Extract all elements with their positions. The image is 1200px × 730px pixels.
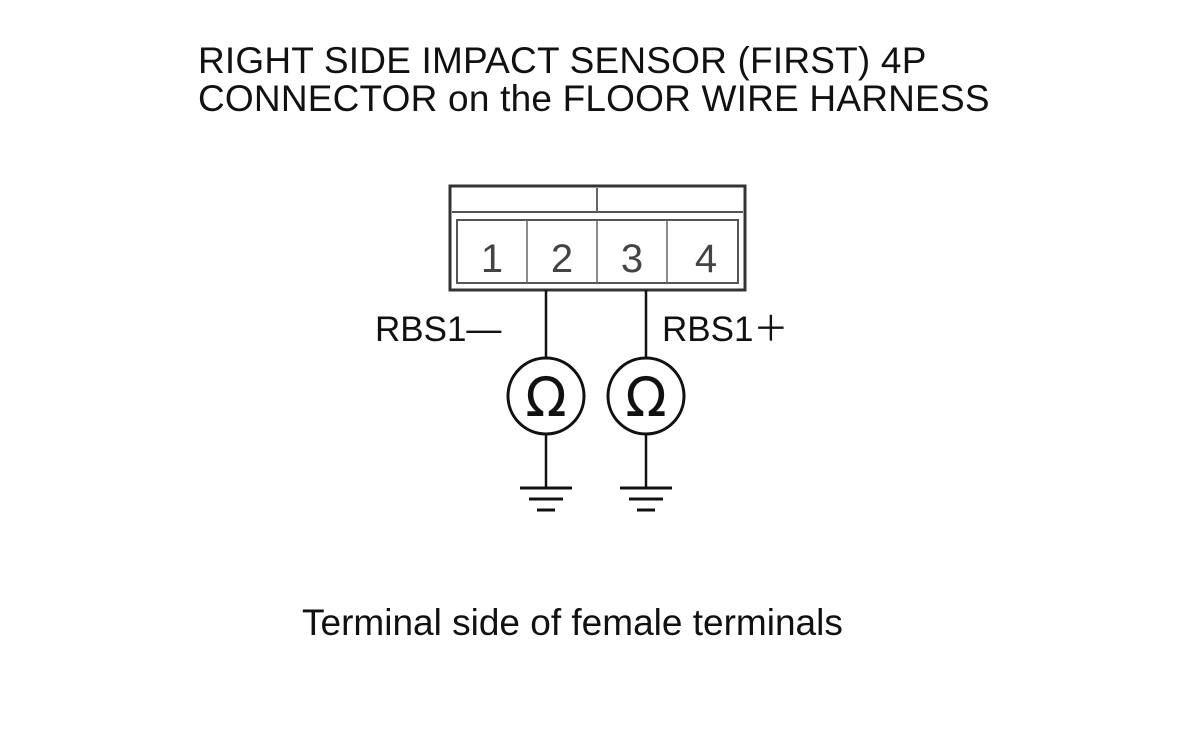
diagram-caption: Terminal side of female terminals [302,602,843,643]
ground-left-icon [520,486,572,512]
probe-right: Ω [606,290,686,512]
ohm-symbol-left: Ω [525,366,566,429]
terminal-2-label: 2 [551,237,573,281]
probe-right-label: RBS1＋ [662,310,788,349]
ohm-symbol-right: Ω [625,366,666,429]
terminal-3-label: 3 [621,237,643,281]
terminal-1-label: 1 [481,237,503,281]
probe-left-label: RBS1— [375,310,501,349]
title-line-2: CONNECTOR on the FLOOR WIRE HARNESS [198,78,990,119]
title-line-1: RIGHT SIDE IMPACT SENSOR (FIRST) 4P [198,40,927,81]
terminal-4-label: 4 [695,237,717,281]
diagram-title: RIGHT SIDE IMPACT SENSOR (FIRST) 4P CONN… [198,42,990,118]
probe-left: Ω [506,290,586,512]
ground-right-icon [620,486,672,512]
